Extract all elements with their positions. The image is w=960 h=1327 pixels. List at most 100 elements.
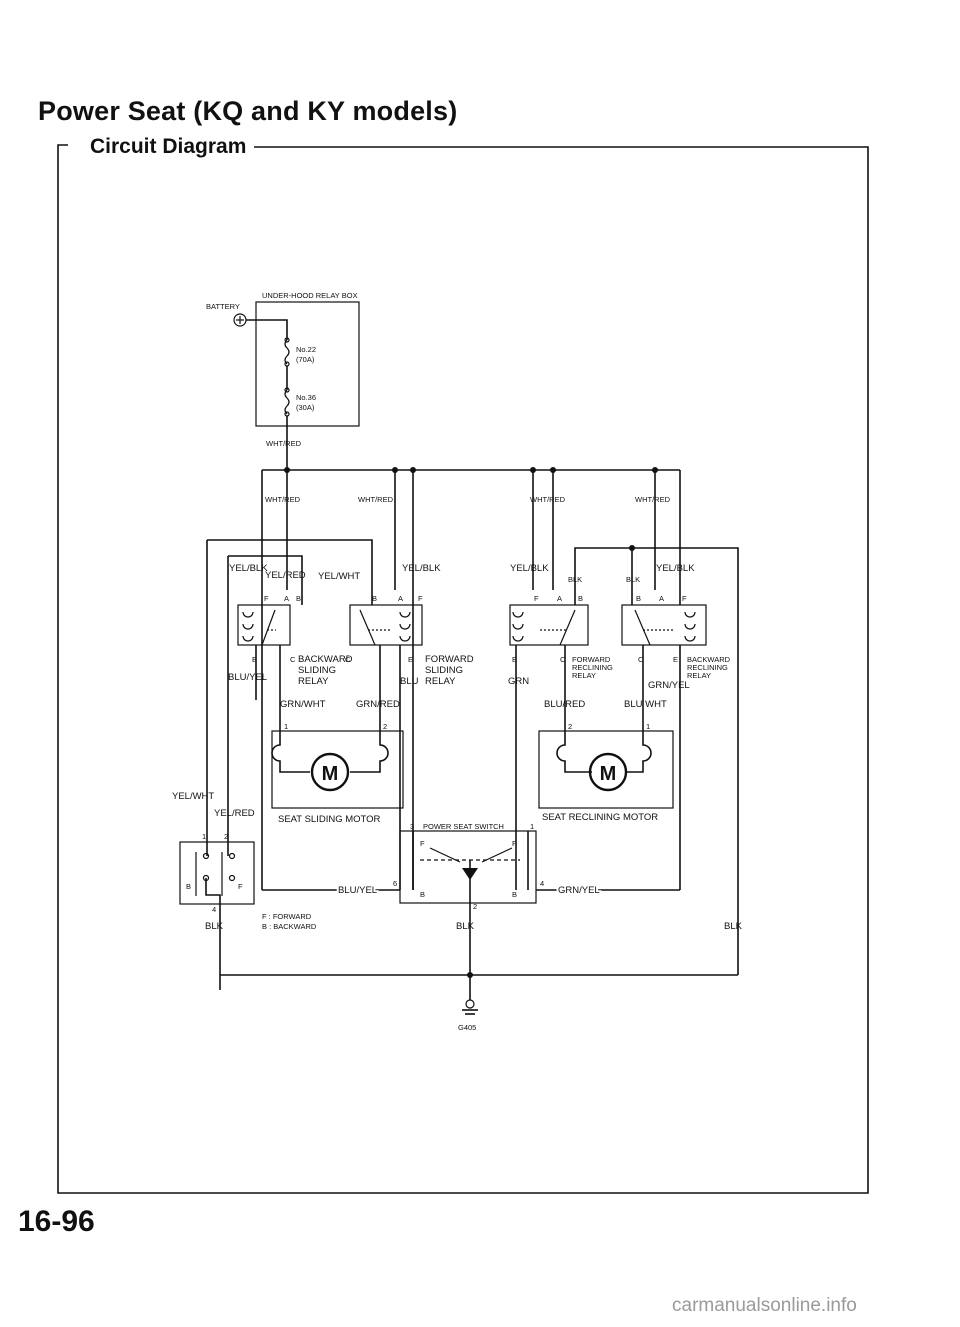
pin-switch-6: 6	[393, 879, 397, 888]
pin-1-reclining: 1	[646, 722, 650, 731]
left-switch-f: F	[238, 882, 243, 891]
wire-label-grn-red: GRN/RED	[356, 699, 400, 710]
forward-sliding-relay-label-3: RELAY	[425, 676, 456, 687]
forward-reclining-relay-label-2: RECLINING	[572, 663, 613, 672]
terminal-a-2: A	[398, 594, 403, 603]
wire-label-grn-yel-2: GRN/YEL	[558, 885, 600, 896]
wire-label-yel-blk-3: YEL/BLK	[510, 563, 549, 574]
wire-label-yel-blk-1: YEL/BLK	[229, 563, 268, 574]
pin-2-sliding: 2	[383, 722, 387, 731]
pin-switch-3: 3	[410, 822, 414, 831]
backward-reclining-relay-label-2: RECLINING	[687, 663, 728, 672]
wire-label-yel-blk-2: YEL/BLK	[402, 563, 441, 574]
wire-label-blu-yel-1: BLU/YEL	[228, 672, 267, 683]
fuse-22-label: No.22	[296, 345, 316, 354]
forward-sliding-relay	[349, 604, 423, 646]
motor-symbol-reclining: M	[600, 763, 617, 785]
wire-label-grn-wht: GRN/WHT	[280, 699, 326, 710]
terminal-f-3: F	[534, 594, 539, 603]
wire-label-yel-wht-1: YEL/WHT	[318, 571, 360, 582]
terminal-b-1: B	[296, 594, 301, 603]
pin-left-2: 2	[224, 832, 228, 841]
terminal-c-1: C	[290, 655, 296, 664]
terminal-b-4: B	[636, 594, 641, 603]
wire-label-yel-red-1: YEL/RED	[265, 570, 306, 581]
wire-label-blk-2: BLK	[626, 575, 640, 584]
wire-label-yel-blk-4: YEL/BLK	[656, 563, 695, 574]
terminal-a-3: A	[557, 594, 562, 603]
fuse-22-symbol	[284, 339, 290, 365]
battery-label: BATTERY	[206, 302, 240, 311]
pin-1-sliding: 1	[284, 722, 288, 731]
backward-reclining-relay-label-3: RELAY	[687, 671, 711, 680]
power-seat-switch	[262, 830, 680, 1000]
terminal-f-4: F	[682, 594, 687, 603]
wire-label-wht-red-2: WHT/RED	[358, 495, 394, 504]
switch-b-left: B	[420, 890, 425, 899]
motor-symbol-sliding: M	[322, 763, 339, 785]
backward-sliding-relay	[237, 604, 291, 646]
legend-forward: F : FORWARD	[262, 912, 312, 921]
seat-reclining-motor-label: SEAT RECLINING MOTOR	[542, 812, 658, 823]
battery-feed-wire	[246, 319, 288, 340]
backward-sliding-relay-label-2: SLIDING	[298, 665, 336, 676]
page-title: Power Seat (KQ and KY models)	[38, 96, 458, 126]
backward-sliding-relay-label-1: BACKWARD	[298, 654, 353, 665]
terminal-f-2: F	[418, 594, 423, 603]
wire-label-blu-red: BLU/RED	[544, 699, 585, 710]
seat-reclining-motor	[538, 730, 674, 809]
wire-label-wht-red-3: WHT/RED	[530, 495, 566, 504]
terminal-c-4: C	[638, 655, 644, 664]
diagram-frame	[57, 144, 869, 1194]
fuse-36-symbol	[284, 389, 290, 415]
terminal-a-1: A	[284, 594, 289, 603]
terminal-e-1: E	[252, 655, 257, 664]
wire-label-blu-yel-2: BLU/YEL	[338, 885, 377, 896]
page-number: 16-96	[18, 1205, 95, 1238]
relay-box-label: UNDER-HOOD RELAY BOX	[262, 291, 358, 300]
terminal-c-3: C	[560, 655, 566, 664]
wire-label-blk-1: BLK	[568, 575, 582, 584]
forward-reclining-relay	[509, 604, 589, 646]
pin-left-1: 1	[202, 832, 206, 841]
wire-label-grn: GRN	[508, 676, 529, 687]
pin-switch-1: 1	[530, 822, 534, 831]
terminal-b-2: B	[372, 594, 377, 603]
terminal-e-3: E	[512, 655, 517, 664]
pin-left-4: 4	[212, 905, 216, 914]
wire-label-blu-wht: BLU WHT	[624, 699, 667, 710]
wire-label-blk-5: BLK	[724, 921, 743, 932]
terminal-e-2: E	[408, 655, 413, 664]
switch-f-left: F	[420, 839, 425, 848]
power-seat-switch-label: POWER SEAT SWITCH	[423, 822, 504, 831]
wire-label-blk-4: BLK	[456, 921, 475, 932]
fuse-36-rating: (30A)	[296, 403, 315, 412]
forward-sliding-relay-label-2: SLIDING	[425, 665, 463, 676]
pin-switch-2: 2	[473, 902, 477, 911]
ground-label: G405	[458, 1023, 476, 1032]
wire-label-wht-red-feed: WHT/RED	[266, 439, 302, 448]
terminal-e-4: E	[673, 655, 678, 664]
pin-2-reclining: 2	[568, 722, 572, 731]
forward-reclining-relay-label-3: RELAY	[572, 671, 596, 680]
wire-label-yel-wht-2: YEL/WHT	[172, 791, 214, 802]
terminal-f-1: F	[264, 594, 269, 603]
backward-reclining-relay	[621, 604, 707, 646]
legend-backward: B : BACKWARD	[262, 922, 317, 931]
diagram-subtitle: Circuit Diagram	[82, 135, 255, 159]
pin-switch-4: 4	[540, 879, 544, 888]
left-switch	[179, 830, 255, 990]
fuse-36-label: No.36	[296, 393, 316, 402]
forward-sliding-relay-label-1: FORWARD	[425, 654, 474, 665]
wire-label-yel-red-2: YEL/RED	[214, 808, 255, 819]
switch-f-right: F	[512, 839, 517, 848]
wire-label-wht-red-4: WHT/RED	[635, 495, 671, 504]
fuse-22-rating: (70A)	[296, 355, 315, 364]
relay-box	[255, 301, 360, 427]
terminal-a-4: A	[659, 594, 664, 603]
battery-terminal	[233, 313, 247, 327]
seat-sliding-motor-label: SEAT SLIDING MOTOR	[278, 814, 381, 825]
wire-label-blk-3: BLK	[205, 921, 224, 932]
seat-sliding-motor	[271, 730, 404, 809]
